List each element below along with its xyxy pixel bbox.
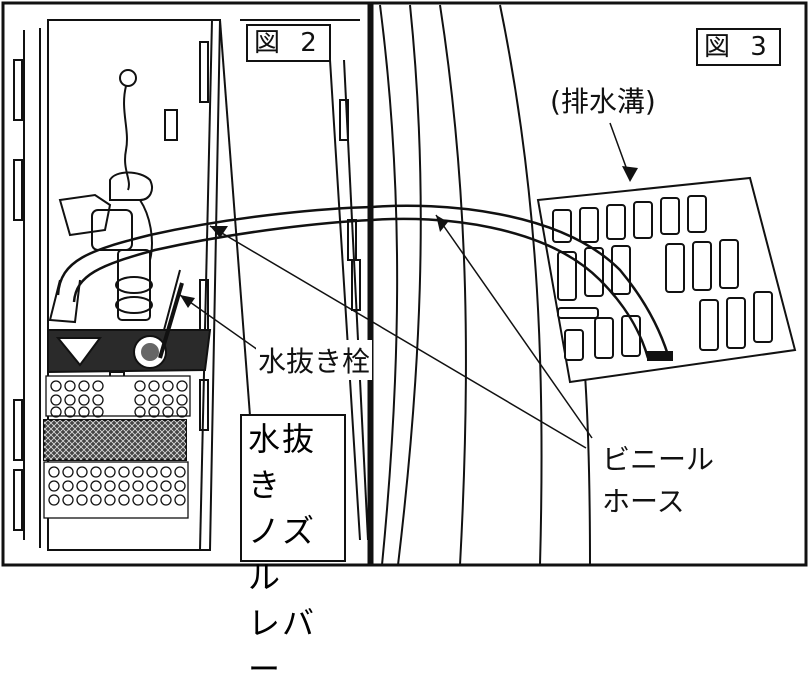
hinge <box>13 59 23 121</box>
gravel-grid-top <box>45 375 191 418</box>
nozzle-lever-line: ノズル <box>248 512 317 596</box>
hinge <box>199 379 209 431</box>
illustration <box>1 1 808 567</box>
arrowheads <box>180 166 638 308</box>
cabinet <box>13 19 369 551</box>
hinge <box>13 159 23 221</box>
vinyl-hose-label-line1: ビニール <box>600 438 717 478</box>
gravel-grid-bottom <box>43 461 189 519</box>
nozzle-lever-line: レバー <box>248 604 317 688</box>
figure2-frame <box>1 1 371 567</box>
hinge <box>339 99 349 141</box>
hinge <box>13 469 23 531</box>
vinyl-hose-label-line2: ホース <box>600 480 687 520</box>
nozzle-lever-label-box: 水抜き ノズル レバー <box>240 414 346 688</box>
drain-plug-label: 水抜き栓 <box>256 340 373 380</box>
mesh-band <box>43 419 187 461</box>
drain-grate <box>536 176 797 384</box>
figure2-label: 図 2 <box>246 24 331 62</box>
leader-lines <box>179 122 631 449</box>
hinge <box>13 399 23 461</box>
figure3-label: 図 3 <box>696 28 781 66</box>
drain-channel-label: (排水溝) <box>550 85 656 118</box>
hinge <box>199 41 209 103</box>
valve-assembly <box>48 69 181 346</box>
vinyl-hose <box>56 204 673 361</box>
nozzle-lever-line: 水抜き <box>248 420 317 504</box>
